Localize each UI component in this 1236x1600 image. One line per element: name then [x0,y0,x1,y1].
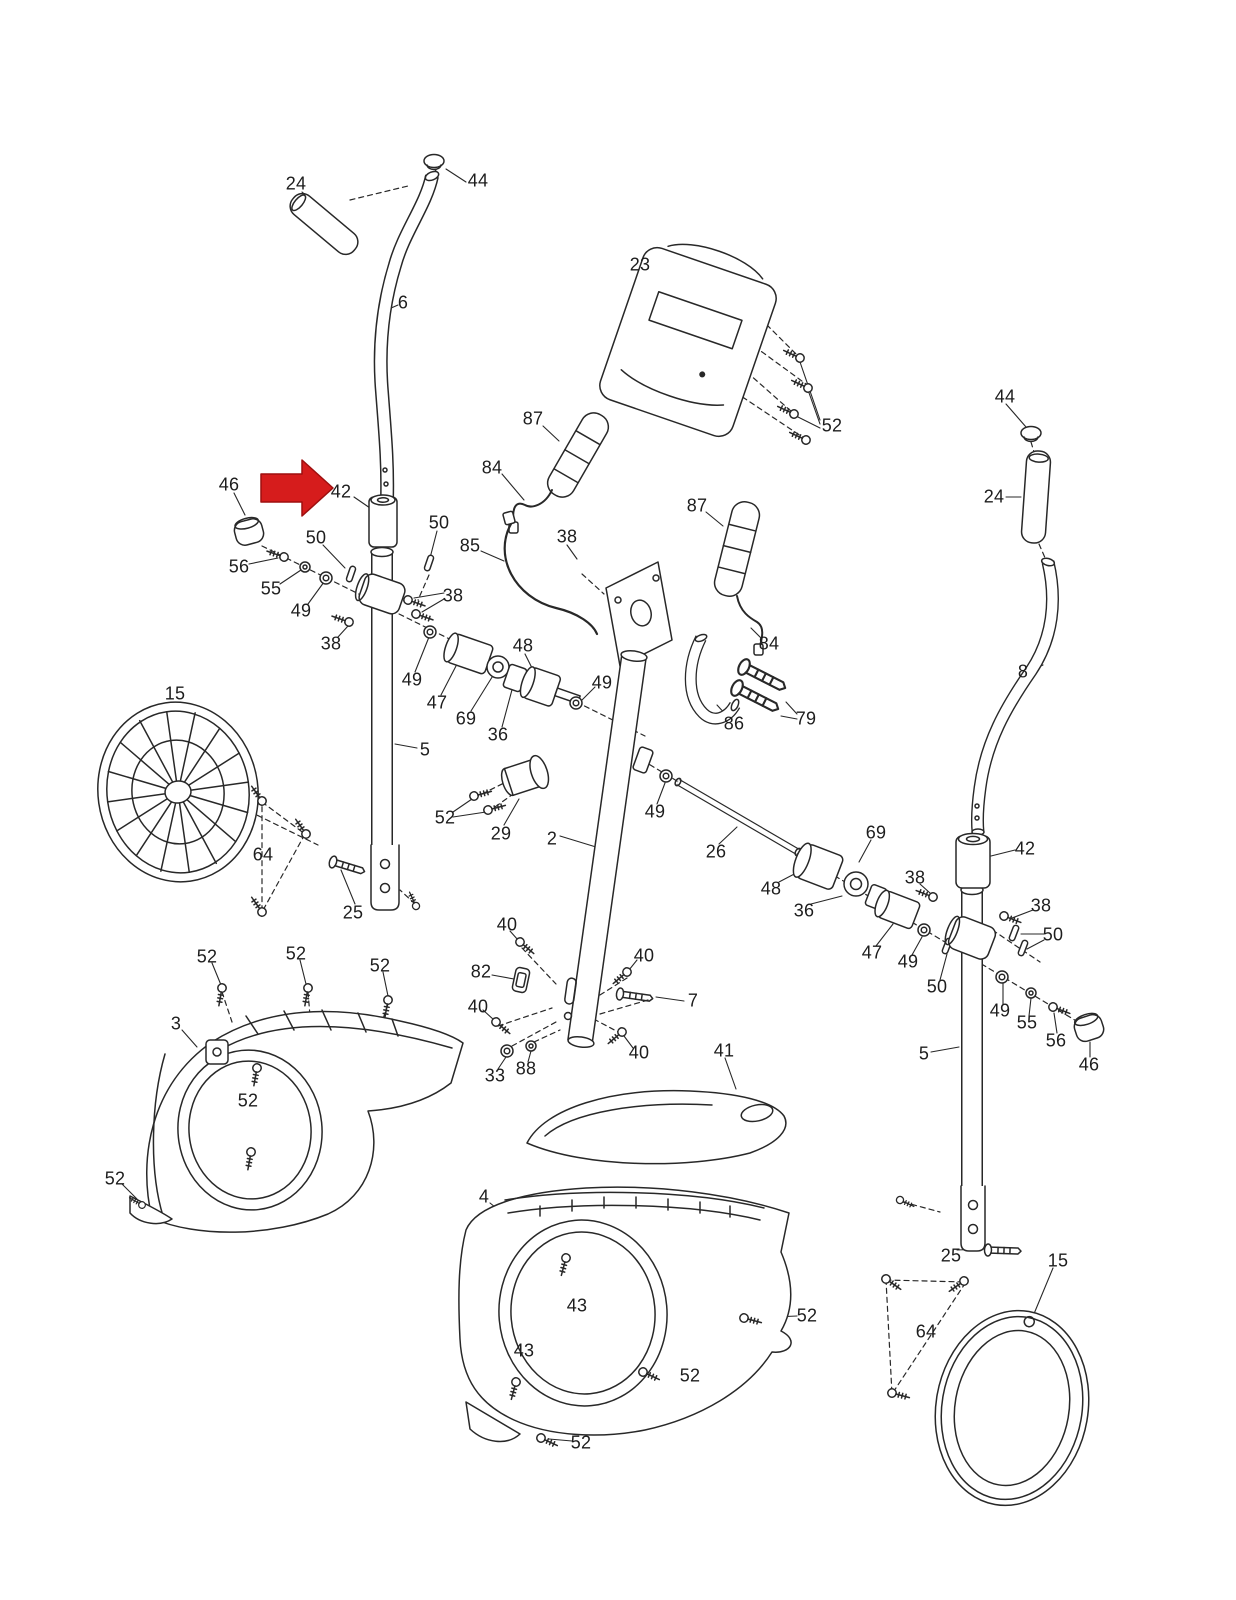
roller-47-left [443,632,494,675]
grip-24-left [289,192,359,256]
bolt-25-left [327,854,368,879]
bearing-69-left [486,655,510,679]
end-cap-46-left [233,516,265,546]
grip-24-right [1020,450,1052,544]
spacer-sleeve [632,746,654,774]
cap-44-left [423,153,445,171]
wheel-15-right [934,1309,1090,1507]
axle-rod-26 [674,777,802,857]
bottom-shield-4 [458,1186,792,1443]
foam-sleeve-42-left [368,494,398,548]
fan-guard-15-left [97,701,259,883]
console-23 [599,243,815,447]
roller-47-right [874,889,921,930]
mast-2 [563,561,673,1049]
handgrip-87-left [546,412,610,498]
leader-lines [121,168,1091,1442]
bearing-69-right [843,871,869,897]
upright-5-left [354,546,406,911]
bolt-25-right [983,1243,1022,1258]
handlebar-6 [373,170,440,504]
foam-sleeve-42-right [955,832,991,889]
pivot-29 [500,754,550,797]
roller-48-right [792,842,844,890]
handle-86 [684,633,741,725]
axle-hardware-right [792,842,1105,1043]
nut-49-mid [659,769,673,783]
shield-foot-left [127,1194,173,1225]
handlebar-8 [970,557,1059,836]
wire-84-left [508,489,553,534]
upright-5-right [944,884,997,1252]
left-shield-3 [146,1009,464,1233]
end-cap-46-right [1073,1012,1105,1043]
wire-84-right [736,595,764,656]
highlight-arrow-42 [260,459,334,517]
cap-44-right [1020,425,1042,443]
wire-85 [502,510,599,636]
cover-41 [526,1089,787,1165]
axle-hardware-left [233,516,583,710]
nut-33 [500,1044,514,1058]
grommet-82 [511,966,531,994]
washer-88 [525,1040,537,1052]
mast-lower-hardware [489,935,655,1058]
handgrip-87-right [713,501,761,597]
bolt-7 [614,986,655,1006]
